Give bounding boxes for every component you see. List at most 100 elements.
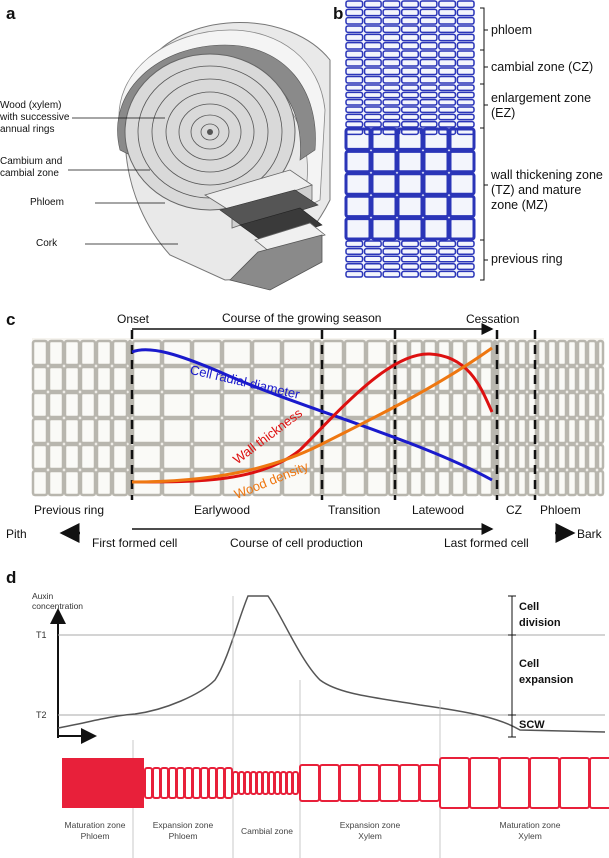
zone-maturation-xylem: Maturation zone Xylem bbox=[499, 820, 561, 841]
wood-cell bbox=[516, 365, 528, 393]
wood-cell bbox=[492, 365, 498, 393]
micrograph-cell bbox=[345, 98, 364, 106]
micrograph-cell bbox=[448, 172, 476, 196]
xylem-cell bbox=[152, 767, 161, 799]
wood-cell bbox=[422, 469, 438, 497]
micrograph-cell bbox=[345, 270, 364, 278]
micrograph-cell bbox=[345, 247, 364, 255]
wood-cell bbox=[478, 417, 494, 445]
wood-cell bbox=[95, 391, 113, 419]
micrograph-cell bbox=[363, 113, 382, 121]
micrograph-cell bbox=[396, 127, 424, 151]
label-cell-division: Cell division bbox=[519, 601, 561, 629]
wood-cell bbox=[464, 443, 480, 471]
micrograph-cell bbox=[363, 247, 382, 255]
micrograph-cell bbox=[419, 84, 438, 92]
wood-cell bbox=[387, 443, 396, 471]
wood-cell bbox=[536, 391, 548, 419]
wood-cell bbox=[464, 391, 480, 419]
wood-cell bbox=[281, 469, 313, 497]
curve-wood-density bbox=[131, 346, 493, 484]
wood-cell bbox=[111, 391, 129, 419]
micrograph-cell bbox=[448, 217, 476, 241]
wood-cell bbox=[586, 417, 598, 445]
xylem-cell bbox=[244, 771, 251, 795]
log-illustration bbox=[68, 22, 331, 291]
micrograph-cell bbox=[438, 91, 457, 99]
wood-cell bbox=[546, 443, 558, 471]
zone-phloem: phloem bbox=[491, 23, 532, 37]
micrograph-cell bbox=[456, 33, 475, 42]
micrograph-cell bbox=[438, 75, 457, 84]
wood-cell bbox=[566, 469, 578, 497]
wood-cell bbox=[111, 417, 129, 445]
wood-cell bbox=[321, 339, 345, 367]
wood-cell bbox=[496, 365, 508, 393]
micrograph-cell bbox=[370, 194, 398, 219]
xylem-cell bbox=[286, 771, 293, 795]
label-cz: CZ bbox=[506, 503, 522, 517]
micrograph-cell bbox=[345, 120, 364, 128]
xylem-cell bbox=[256, 771, 263, 795]
xylem-cell bbox=[589, 757, 609, 809]
label-cessation: Cessation bbox=[466, 312, 520, 326]
wood-cell bbox=[31, 391, 49, 419]
wood-cell bbox=[161, 391, 193, 419]
micrograph-cell bbox=[396, 172, 424, 196]
wood-cell bbox=[95, 339, 113, 367]
micrograph-cell bbox=[363, 98, 382, 106]
xylem-cell bbox=[339, 764, 360, 802]
micrograph-cell bbox=[456, 41, 475, 50]
label-onset: Onset bbox=[117, 312, 150, 326]
xylem-cell bbox=[529, 757, 560, 809]
wood-cell bbox=[251, 417, 283, 445]
micrograph-cell bbox=[400, 270, 420, 278]
wood-cell bbox=[31, 339, 49, 367]
wood-cell bbox=[556, 339, 568, 367]
wood-cell bbox=[63, 339, 81, 367]
wood-cell bbox=[516, 339, 528, 367]
xylem-cell bbox=[238, 771, 245, 795]
micrograph-cell bbox=[448, 194, 476, 219]
wood-cell bbox=[343, 339, 367, 367]
y-axis-label: Auxin concentration bbox=[32, 591, 84, 611]
wood-cell bbox=[191, 417, 223, 445]
zone-cambial: Cambial zone bbox=[241, 826, 293, 836]
wood-cell bbox=[492, 443, 498, 471]
micrograph-cell bbox=[382, 50, 401, 59]
wood-cell bbox=[387, 365, 396, 393]
micrograph-cell bbox=[419, 16, 438, 25]
micrograph-cell bbox=[438, 33, 457, 42]
xylem-cell bbox=[469, 757, 500, 809]
micrograph-cell bbox=[456, 58, 475, 67]
label-cell-expansion: Cell expansion bbox=[519, 658, 574, 686]
micrograph-cell bbox=[422, 172, 450, 196]
micrograph-cell bbox=[438, 41, 457, 50]
wood-cell bbox=[516, 443, 528, 471]
micrograph-cell bbox=[456, 247, 475, 255]
wood-cell bbox=[95, 469, 113, 497]
wood-cell bbox=[566, 417, 578, 445]
micrograph-cell bbox=[345, 240, 364, 248]
micrograph-cell bbox=[438, 113, 457, 121]
wood-cell bbox=[394, 365, 410, 393]
wood-cell bbox=[161, 365, 193, 393]
wood-cell bbox=[63, 365, 81, 393]
wood-cell bbox=[596, 417, 605, 445]
wood-cell bbox=[450, 339, 466, 367]
wood-cell bbox=[311, 339, 323, 367]
wood-cell bbox=[596, 339, 605, 367]
micrograph-cell bbox=[345, 0, 364, 9]
micrograph-cell bbox=[400, 106, 420, 114]
wood-cell bbox=[191, 391, 223, 419]
label-phloem-c: Phloem bbox=[540, 503, 581, 517]
wood-cell bbox=[596, 443, 605, 471]
panel-letter-b: b bbox=[333, 4, 344, 23]
wood-cell bbox=[566, 365, 578, 393]
micrograph-cell bbox=[382, 113, 401, 121]
micrograph-cell bbox=[456, 84, 475, 92]
wood-cell bbox=[450, 417, 466, 445]
wood-cell bbox=[506, 339, 518, 367]
label-pith: Pith bbox=[6, 527, 27, 541]
xylem-cell bbox=[379, 764, 400, 802]
